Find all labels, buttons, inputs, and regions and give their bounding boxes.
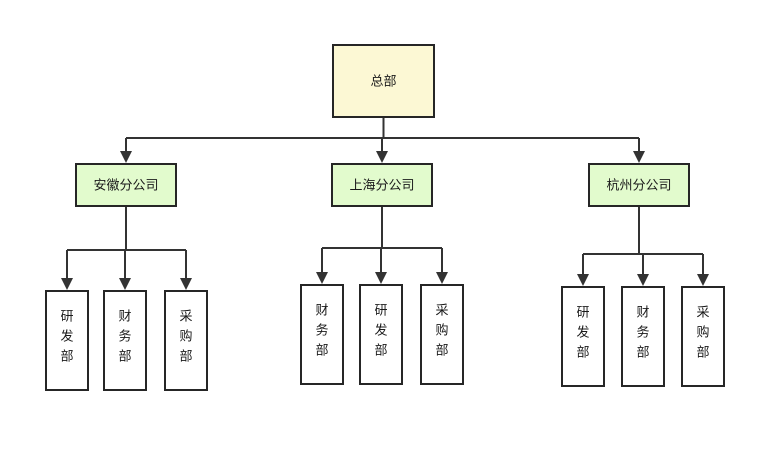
- connector-arrowhead: [375, 272, 387, 284]
- node-anhui-finance-rect[interactable]: [103, 290, 147, 391]
- connector-arrowhead: [436, 272, 448, 284]
- node-shanghai-finance[interactable]: 财务部: [300, 284, 344, 385]
- node-shanghai-procurement-rect[interactable]: [420, 284, 464, 385]
- node-shanghai-rd[interactable]: 研发部: [359, 284, 403, 385]
- connector-arrowhead: [376, 151, 388, 163]
- node-hangzhou-branch-label: 杭州分公司: [606, 179, 671, 194]
- node-anhui-procurement-rect[interactable]: [164, 290, 208, 391]
- connector-line: [582, 206, 704, 275]
- node-shanghai-rd-rect[interactable]: [359, 284, 403, 385]
- node-shanghai-procurement-label: 采购部: [435, 304, 448, 359]
- node-hangzhou-procurement-label: 采购部: [696, 306, 709, 361]
- node-anhui-finance-label: 财务部: [118, 310, 131, 365]
- node-shanghai-finance-label: 财务部: [315, 304, 328, 359]
- connector-arrowhead: [119, 278, 131, 290]
- node-anhui-rd[interactable]: 研发部: [45, 290, 89, 391]
- connector-arrowhead: [120, 151, 132, 163]
- connector-line: [66, 206, 187, 279]
- node-shanghai-branch-label: 上海分公司: [349, 179, 414, 194]
- node-hangzhou-finance-label: 财务部: [636, 306, 649, 361]
- connector-arrowhead: [61, 278, 73, 290]
- node-anhui-branch-label: 安徽分公司: [93, 179, 158, 194]
- node-shanghai-rd-label: 研发部: [374, 304, 387, 359]
- node-shanghai-procurement[interactable]: 采购部: [420, 284, 464, 385]
- node-hangzhou-rd[interactable]: 研发部: [561, 286, 605, 387]
- node-shanghai-branch-rect[interactable]: [331, 163, 433, 207]
- node-hangzhou-procurement-rect[interactable]: [681, 286, 725, 387]
- connector-arrowhead: [316, 272, 328, 284]
- node-headquarters-label: 总部: [370, 75, 396, 90]
- node-hangzhou-rd-rect[interactable]: [561, 286, 605, 387]
- node-anhui-rd-rect[interactable]: [45, 290, 89, 391]
- connector-arrowhead: [577, 274, 589, 286]
- node-anhui-procurement[interactable]: 采购部: [164, 290, 208, 391]
- node-anhui-rd-label: 研发部: [60, 310, 73, 365]
- connector-arrowhead: [633, 151, 645, 163]
- node-hangzhou-finance[interactable]: 财务部: [621, 286, 665, 387]
- node-shanghai-branch[interactable]: 上海分公司: [331, 163, 433, 207]
- connector-arrowhead: [637, 274, 649, 286]
- node-anhui-procurement-label: 采购部: [179, 310, 192, 365]
- connector-arrowhead: [180, 278, 192, 290]
- connector-layer: [61, 117, 709, 290]
- node-hangzhou-branch[interactable]: 杭州分公司: [588, 163, 690, 207]
- node-hangzhou-procurement[interactable]: 采购部: [681, 286, 725, 387]
- node-anhui-finance[interactable]: 财务部: [103, 290, 147, 391]
- connector-arrowhead: [697, 274, 709, 286]
- node-headquarters[interactable]: 总部: [332, 44, 435, 118]
- connector-line: [321, 206, 443, 273]
- node-hangzhou-finance-rect[interactable]: [621, 286, 665, 387]
- node-anhui-branch-rect[interactable]: [75, 163, 177, 207]
- node-headquarters-rect[interactable]: [332, 44, 435, 118]
- node-shanghai-finance-rect[interactable]: [300, 284, 344, 385]
- node-anhui-branch[interactable]: 安徽分公司: [75, 163, 177, 207]
- node-hangzhou-rd-label: 研发部: [576, 306, 589, 361]
- node-hangzhou-branch-rect[interactable]: [588, 163, 690, 207]
- connector-line: [125, 117, 640, 152]
